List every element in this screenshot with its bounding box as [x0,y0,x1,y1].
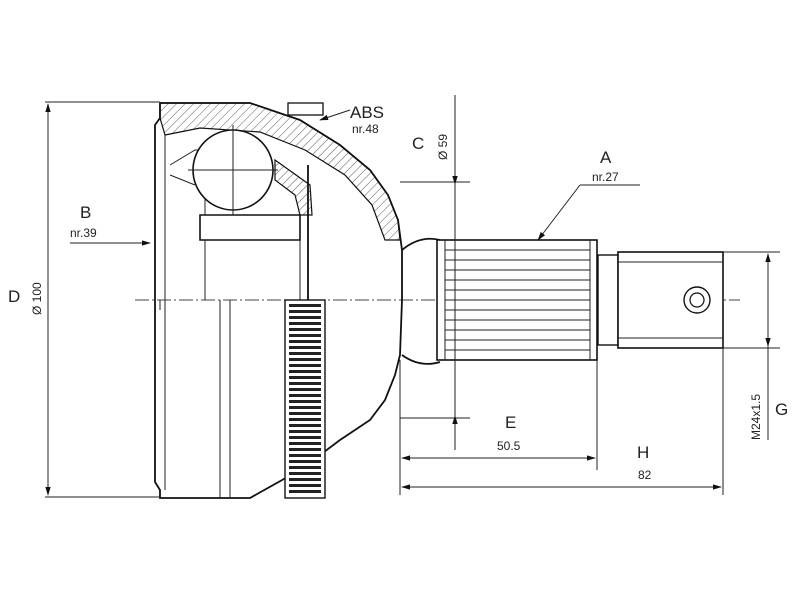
label-a-nr: nr.27 [592,170,619,184]
label-h-val: 82 [638,468,652,482]
label-c: C [412,134,424,153]
label-abs: ABS [350,103,384,122]
label-d: D [8,287,20,306]
label-e-val: 50.5 [497,439,521,453]
leader-a [537,184,581,241]
label-c-val: Ø 59 [436,134,450,160]
dimension-g [723,251,780,440]
dimension-e [399,360,598,495]
dimension-c [400,95,470,450]
abs-ring [284,299,326,499]
label-a: A [600,148,612,167]
splined-shaft [436,239,598,361]
label-b-nr: nr.39 [70,226,97,240]
label-e: E [505,413,516,432]
label-g-val: M24x1.5 [749,394,763,440]
cage-hatch [274,158,313,216]
thread-stub [597,251,724,349]
leader-abs [319,109,351,121]
label-d-val: Ø 100 [30,282,44,315]
dimension-h [401,348,724,495]
label-abs-nr: nr.48 [352,122,379,136]
housing [154,102,403,499]
label-b: B [80,203,91,222]
housing-hatch-upper [159,102,401,241]
dimension-d [45,101,160,498]
label-g: G [775,400,788,419]
label-h: H [637,443,649,462]
